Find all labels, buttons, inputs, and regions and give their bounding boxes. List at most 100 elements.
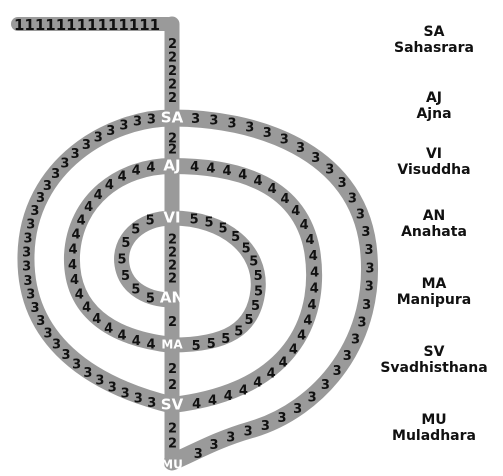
outer-left-digit: 3 [51, 167, 60, 182]
spiral-label-sv: SV [161, 396, 184, 414]
inner-left-digit: 5 [121, 236, 130, 251]
outer-left-digit: 3 [147, 112, 156, 127]
inner-right-digit: 5 [192, 339, 201, 354]
outer-right-digit: 3 [356, 208, 365, 223]
middle-right-digit: 4 [268, 182, 277, 197]
legend-abbr: MA [368, 276, 500, 292]
outer-right-digit: 3 [194, 447, 203, 462]
middle-left-digit: 4 [118, 170, 127, 185]
middle-left-digit: 4 [68, 258, 77, 273]
stem-digit: 2 [168, 378, 177, 393]
outer-left-digit: 3 [23, 274, 32, 289]
inner-right-digit: 5 [219, 222, 228, 237]
outer-left-digit: 3 [22, 260, 31, 275]
spiral-label-mu: MU [161, 458, 183, 472]
middle-right-digit: 4 [297, 329, 306, 344]
spiral-label-sa: SA [161, 109, 184, 127]
middle-left-digit: 4 [132, 164, 141, 179]
outer-left-digit: 3 [83, 366, 92, 381]
outer-right-digit: 3 [308, 391, 317, 406]
legend-abbr: MU [368, 412, 500, 428]
middle-right-digit: 4 [208, 394, 217, 409]
outer-right-digit: 3 [244, 425, 253, 440]
top-row-digits: 11111111111111 [14, 16, 160, 34]
middle-right-digit: 4 [291, 204, 300, 219]
outer-right-digit: 3 [358, 315, 367, 330]
inner-right-digit: 5 [254, 269, 263, 284]
outer-right-digit: 3 [210, 438, 219, 453]
outer-right-digit: 3 [280, 133, 289, 148]
inner-right-digit: 5 [244, 313, 253, 328]
middle-left-digit: 4 [82, 301, 91, 316]
inner-right-digit: 5 [251, 299, 260, 314]
middle-left-digit: 4 [77, 213, 86, 228]
middle-right-digit: 4 [280, 192, 289, 207]
middle-right-digit: 4 [253, 376, 262, 391]
outer-left-digit: 3 [94, 130, 103, 145]
outer-right-digit: 3 [261, 419, 270, 434]
outer-left-digit: 3 [121, 386, 130, 401]
legend-name: Manipura [368, 292, 500, 308]
inner-right-digit: 5 [205, 216, 214, 231]
outer-right-digit: 3 [296, 141, 305, 156]
inner-left-digit: 5 [121, 269, 130, 284]
middle-left-digit: 4 [146, 338, 155, 353]
outer-right-digit: 3 [351, 333, 360, 348]
stem-digit: 2 [168, 422, 177, 437]
middle-right-digit: 4 [303, 314, 312, 329]
outer-right-digit: 3 [364, 243, 373, 258]
middle-left-digit: 4 [118, 329, 127, 344]
inner-right-digit: 5 [190, 212, 199, 227]
middle-right-digit: 4 [192, 397, 201, 412]
middle-right-digit: 4 [310, 282, 319, 297]
outer-right-digit: 3 [366, 261, 375, 276]
inner-right-digit: 5 [207, 337, 216, 352]
outer-right-digit: 3 [209, 114, 218, 129]
outer-right-digit: 3 [293, 402, 302, 417]
legend-abbr: SA [368, 24, 500, 40]
middle-left-digit: 4 [105, 178, 114, 193]
middle-right-digit: 4 [224, 389, 233, 404]
outer-left-digit: 3 [147, 396, 156, 411]
outer-left-digit: 3 [22, 246, 31, 261]
outer-right-digit: 3 [226, 431, 235, 446]
inner-right-digit: 5 [221, 332, 230, 347]
middle-right-digit: 4 [307, 298, 316, 313]
stem-digit: 2 [168, 362, 177, 377]
outer-right-digit: 3 [321, 378, 330, 393]
stem-digit: 2 [168, 143, 177, 158]
middle-left-digit: 4 [94, 188, 103, 203]
outer-right-digit: 3 [263, 126, 272, 141]
outer-right-digit: 3 [227, 116, 236, 131]
inner-right-digit: 5 [249, 254, 258, 269]
middle-left-digit: 4 [92, 312, 101, 327]
outer-left-digit: 3 [95, 374, 104, 389]
legend-abbr: AJ [368, 90, 500, 106]
inner-left-digit: 5 [131, 283, 140, 298]
outer-right-digit: 3 [245, 120, 254, 135]
outer-left-digit: 3 [62, 348, 71, 363]
stem-digit: 2 [168, 91, 177, 106]
middle-right-digit: 4 [222, 164, 231, 179]
stem-digit: 2 [168, 272, 177, 287]
spiral-label-an: AN [160, 289, 184, 307]
middle-left-digit: 4 [132, 334, 141, 349]
outer-right-digit: 3 [325, 163, 334, 178]
spiral-label-ma: MA [161, 338, 183, 352]
middle-left-digit: 4 [71, 228, 80, 243]
middle-right-digit: 4 [300, 218, 309, 233]
inner-right-digit: 5 [234, 324, 243, 339]
inner-right-digit: 5 [231, 230, 240, 245]
spiral-label-aj: AJ [163, 157, 180, 175]
middle-right-digit: 4 [267, 366, 276, 381]
legend-name: Sahasrara [368, 40, 500, 56]
outer-right-digit: 3 [278, 411, 287, 426]
legend-name: Ajna [368, 106, 500, 122]
legend-name: Muladhara [368, 428, 500, 444]
middle-right-digit: 4 [238, 168, 247, 183]
outer-left-digit: 3 [82, 138, 91, 153]
